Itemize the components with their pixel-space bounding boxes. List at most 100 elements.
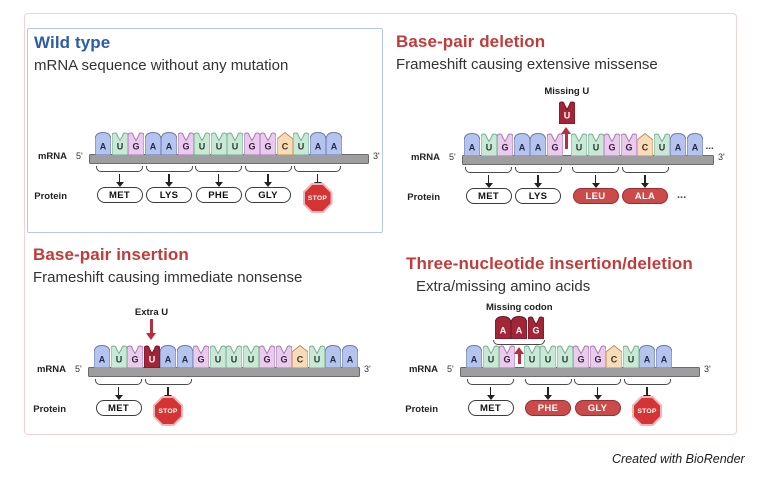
svg-text:U: U	[298, 142, 305, 152]
svg-text:A: A	[500, 326, 507, 336]
protein-pill-phe: PHE	[525, 400, 571, 416]
nucleotide-U: U	[209, 344, 226, 369]
nucleotide-U: U	[653, 132, 670, 157]
mutation-arrow-icon	[513, 347, 525, 364]
mutation-arrow-icon	[146, 319, 157, 340]
protein-label: Protein	[34, 191, 67, 202]
nucleotide-A: A	[324, 344, 342, 369]
nucleotide-A: A	[463, 132, 481, 157]
panel-wild-type: Wild type mRNA sequence without any muta…	[27, 28, 383, 233]
svg-text:U: U	[148, 355, 155, 365]
translation-arrow-icon	[165, 174, 173, 187]
panel-subtitle: Frameshift causing extensive missense	[396, 55, 658, 73]
codon-bracket	[514, 167, 562, 173]
svg-text:U: U	[247, 355, 254, 365]
mrna-label: mRNA	[37, 151, 67, 162]
codon-bracket	[95, 379, 142, 385]
nucleotide-G: G	[259, 131, 277, 156]
svg-text:U: U	[576, 143, 583, 153]
stop-codon-octagon: STOP	[632, 396, 662, 426]
svg-text:U: U	[564, 111, 571, 121]
nucleotide-U: U	[622, 344, 639, 369]
nucleotide-A: A	[309, 131, 326, 156]
svg-text:G: G	[532, 326, 539, 336]
three-prime-label: 3'	[364, 364, 371, 374]
nucleotide-A: A	[93, 344, 111, 369]
translation-arrow-icon	[484, 175, 493, 188]
translation-arrow-icon	[115, 174, 124, 187]
svg-text:A: A	[644, 355, 651, 365]
protein-pill-met: MET	[96, 187, 143, 203]
mutation-annotation-label: Missing U	[544, 86, 590, 97]
translation-arrow-icon	[534, 175, 542, 188]
mrna-label: mRNA	[36, 364, 66, 375]
svg-text:A: A	[516, 326, 523, 336]
nucleotide-A: A	[638, 344, 656, 369]
nucleotide-U: U	[570, 132, 588, 157]
nucleotide-G: G	[243, 131, 260, 156]
svg-text:G: G	[608, 143, 615, 153]
nucleotide-G: G	[572, 344, 590, 369]
svg-text:A: A	[346, 355, 353, 365]
nucleotide-A: A	[513, 132, 530, 157]
mutation-annotation-label: Missing codon	[486, 302, 553, 313]
nucleotide-G: G	[620, 132, 637, 157]
nucleotide-G: G	[589, 344, 606, 369]
translation-arrow-icon	[114, 387, 123, 400]
svg-text:G: G	[264, 142, 271, 152]
svg-text:U: U	[592, 143, 599, 153]
panel-title: Wild type	[34, 33, 111, 52]
nucleotide-G: G	[258, 344, 276, 369]
mrna-backbone	[89, 154, 369, 164]
protein-pill-met: MET	[465, 188, 512, 204]
svg-text:U: U	[627, 355, 634, 365]
codon-bracket	[467, 379, 514, 385]
translation-arrow-icon	[486, 387, 495, 400]
codon-bracket	[144, 379, 192, 385]
panel-title: Base-pair insertion	[33, 245, 189, 264]
translation-arrow-icon	[593, 387, 602, 400]
svg-text:C: C	[281, 142, 288, 152]
svg-text:U: U	[313, 355, 320, 365]
nucleotide-U: U	[308, 344, 325, 369]
protein-pill-phe: PHE	[195, 187, 242, 203]
nucleotide-U: U	[110, 344, 127, 369]
three-prime-label: 3'	[718, 152, 725, 162]
svg-text:G: G	[248, 142, 255, 152]
nucleotide-A: A	[144, 131, 161, 156]
protein-label: Protein	[405, 404, 438, 415]
svg-text:G: G	[182, 142, 189, 152]
codon-bracket	[574, 379, 621, 385]
protein-pill-leu: LEU	[572, 188, 619, 204]
codon-bracket	[145, 166, 193, 172]
svg-text:G: G	[132, 142, 139, 152]
nucleotide-C: C	[276, 131, 293, 156]
svg-text:G: G	[503, 355, 510, 365]
stop-codon-label: STOP	[304, 185, 331, 211]
nucleotide-U: U	[226, 131, 244, 156]
codon-bracket	[465, 167, 512, 173]
sequence-ellipsis: ...	[705, 141, 714, 152]
svg-text:U: U	[116, 142, 123, 152]
svg-text:G: G	[625, 143, 632, 153]
codon-bracket	[493, 340, 546, 345]
svg-text:G: G	[501, 143, 508, 153]
svg-text:G: G	[131, 355, 138, 365]
nucleotide-C: C	[291, 344, 309, 369]
codon-bracket	[96, 166, 143, 172]
nucleotide-U: U	[482, 344, 499, 369]
nucleotide-A-mutant: A	[510, 315, 528, 340]
nucleotide-A: A	[176, 344, 193, 369]
nucleotide-A: A	[686, 132, 703, 157]
svg-text:U: U	[658, 143, 665, 153]
svg-text:U: U	[215, 142, 222, 152]
nucleotide-U: U	[587, 132, 604, 157]
mrna-backbone	[88, 367, 360, 377]
svg-text:U: U	[214, 355, 221, 365]
svg-text:A: A	[518, 143, 525, 153]
nucleotide-U: U	[292, 131, 310, 156]
